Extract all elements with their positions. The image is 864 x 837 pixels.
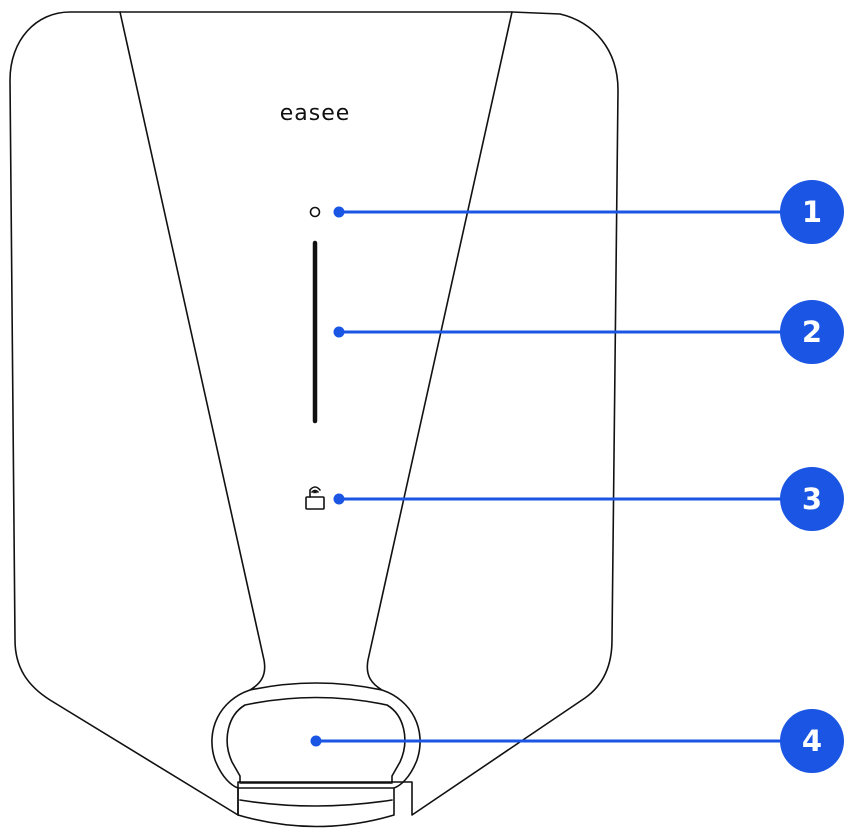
callout-badge-2: 2 [780,300,844,364]
callout-leaders [310,206,784,747]
front-cover-panel [119,11,513,691]
callout-badges: 1 2 3 4 [780,180,844,773]
callout-1-dot [333,206,345,218]
cable-holder-lip [237,787,395,807]
cable-holder-inner [226,696,406,784]
rfid-lock-icon [305,486,325,510]
callout-2-dot [333,326,345,338]
charger-body [9,11,619,816]
callout-3-dot [333,493,345,505]
easee-logo: easee [280,101,351,126]
cable-holder [211,682,421,828]
callout-badge-3: 3 [780,467,844,531]
callout-label-3: 3 [802,482,822,516]
callout-label-4: 4 [802,724,822,758]
callout-label-1: 1 [802,195,822,229]
charger-back-plate [9,11,619,816]
callout-badge-4: 4 [780,709,844,773]
status-led-icon [309,206,321,218]
callout-badge-1: 1 [780,180,844,244]
callout-4-dot [310,735,322,747]
callout-label-2: 2 [802,315,822,349]
cable-holder-outer [211,682,421,828]
